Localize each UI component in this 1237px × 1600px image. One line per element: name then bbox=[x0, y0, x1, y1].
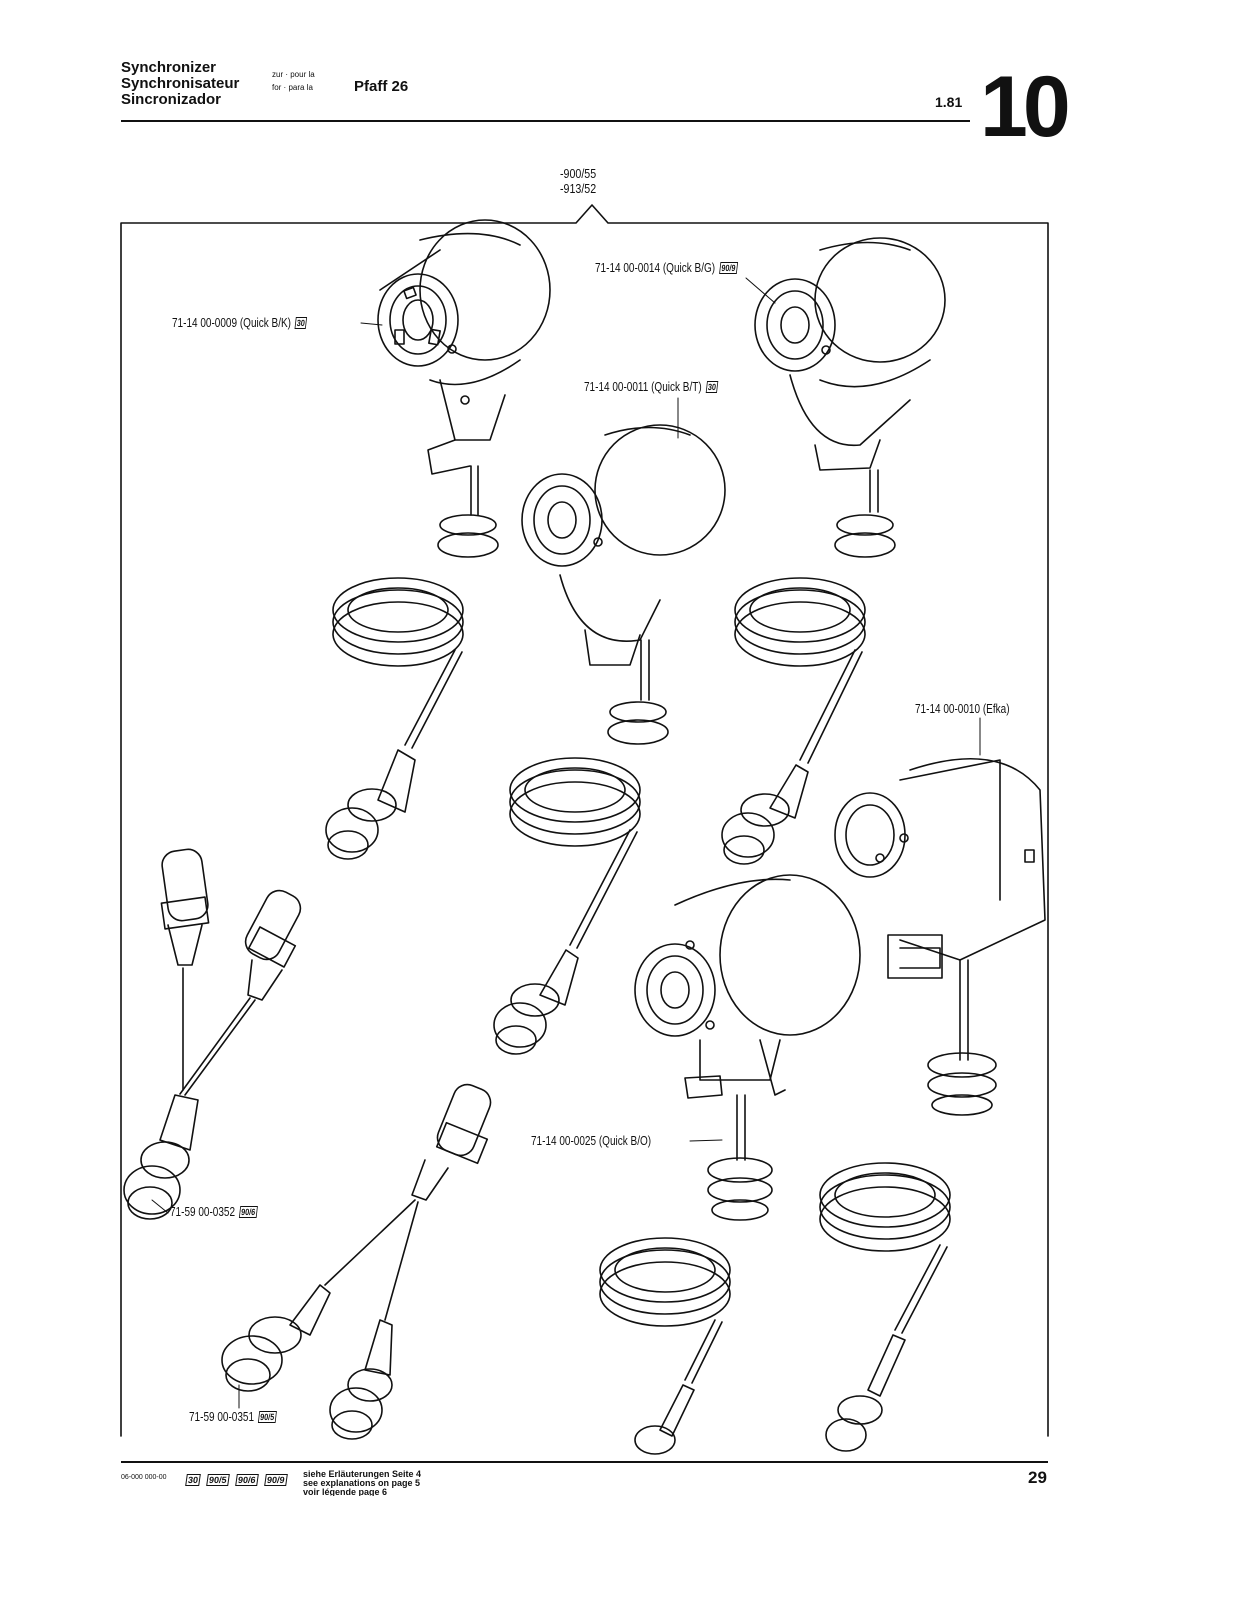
variant-1: -900/55 bbox=[560, 166, 597, 181]
synchronizer-quick-bt-drawing bbox=[493, 424, 726, 1055]
part-number: 71-59 00-0351 bbox=[189, 1410, 255, 1424]
part-label-0351: 71-59 00-0351 90/5 bbox=[189, 1410, 277, 1424]
footer-box-90-5: 90/5 bbox=[206, 1474, 230, 1486]
part-ref-box: 90/5 bbox=[257, 1411, 277, 1423]
header-titles: Synchronizer Synchronisateur Sincronizad… bbox=[121, 60, 239, 108]
part-number: 71-59 00-0352 bbox=[170, 1205, 236, 1219]
footer-box-90-9: 90/9 bbox=[264, 1474, 288, 1486]
part-label-0352: 71-59 00-0352 90/6 bbox=[170, 1205, 258, 1219]
synchronizer-quick-bg-drawing bbox=[721, 237, 946, 865]
title-es: Sincronizador bbox=[121, 91, 222, 108]
part-ref-box: 30 bbox=[294, 317, 308, 329]
part-ref-box: 90/6 bbox=[238, 1206, 258, 1218]
y-cable-0352-drawing bbox=[123, 848, 302, 1220]
title-fr: Synchronisateur bbox=[121, 75, 240, 92]
note-en: see explanations on page 5 bbox=[303, 1478, 421, 1488]
part-number: 71-14 00-0014 bbox=[595, 261, 661, 275]
part-label-0014: 71-14 00-0014 (Quick B/G) 90/9 bbox=[595, 261, 738, 275]
part-desc: (Quick B/K) bbox=[239, 316, 291, 330]
frame bbox=[120, 204, 1049, 1437]
footer-box-90-6: 90/6 bbox=[235, 1474, 259, 1486]
part-label-0010: 71-14 00-0010 (Efka) bbox=[915, 702, 1010, 716]
machine-model: Pfaff 26 bbox=[354, 78, 409, 95]
part-number: 71-14 00-0009 bbox=[172, 316, 238, 330]
footer-box-30: 30 bbox=[185, 1474, 201, 1486]
synchronizer-quick-bo-drawing bbox=[599, 874, 861, 1455]
page-number: 29 bbox=[1028, 1468, 1047, 1487]
part-ref-box: 90/9 bbox=[718, 262, 738, 274]
footer-rule bbox=[121, 1461, 1048, 1463]
footer-ref-boxes: 30 90/5 90/6 90/9 bbox=[183, 1471, 288, 1489]
part-number: 71-14 00-0025 bbox=[531, 1134, 597, 1148]
footer-notes: siehe Erläuterungen Seite 4 see explanat… bbox=[303, 1470, 421, 1496]
part-ref-box: 30 bbox=[705, 381, 718, 393]
part-number: 71-14 00-0011 bbox=[584, 380, 649, 394]
part-label-0009: 71-14 00-0009 (Quick B/K) 30 bbox=[172, 316, 308, 330]
synchronizer-quick-bk-drawing bbox=[325, 219, 551, 860]
title-en: Synchronizer bbox=[121, 59, 217, 76]
synchronizer-efka-drawing bbox=[819, 757, 1046, 1452]
edition-date: 1.81 bbox=[935, 94, 963, 110]
part-desc: (Quick B/O) bbox=[598, 1134, 652, 1148]
part-label-0011: 71-14 00-0011 (Quick B/T) 30 bbox=[584, 380, 718, 394]
variant-list: -900/55 -913/52 bbox=[560, 166, 596, 196]
note-de: siehe Erläuterungen Seite 4 bbox=[303, 1470, 422, 1479]
part-number: 71-14 00-0010 bbox=[915, 702, 981, 716]
footer-code: 06-000 000-00 bbox=[121, 1474, 167, 1481]
section-number: 10 bbox=[980, 59, 1071, 155]
prep-line-1: zur · pour la bbox=[272, 70, 315, 79]
header-rule bbox=[121, 120, 970, 122]
leader-lines bbox=[151, 277, 981, 1409]
part-label-0025: 71-14 00-0025 (Quick B/O) bbox=[531, 1134, 651, 1148]
part-desc: (Efka) bbox=[982, 702, 1010, 716]
part-desc: (Quick B/G) bbox=[662, 261, 716, 275]
prep-line-2: for · para la bbox=[272, 83, 313, 92]
part-desc: (Quick B/T) bbox=[651, 380, 702, 394]
y-cable-0351-drawing bbox=[221, 1083, 492, 1440]
variant-2: -913/52 bbox=[560, 181, 597, 196]
note-fr: voir légende page 6 bbox=[303, 1487, 388, 1497]
header-prepositions: zur · pour la for · para la bbox=[272, 68, 315, 94]
